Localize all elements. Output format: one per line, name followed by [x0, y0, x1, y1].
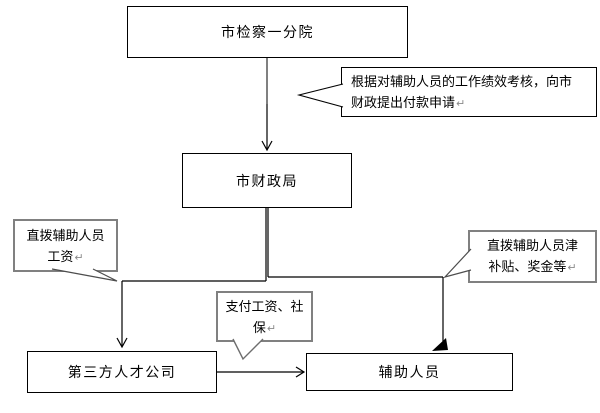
callout-payment-request-line2: 财政提出付款申请↵ [351, 95, 466, 110]
callout-payment-request-line1: 根据对辅助人员的工作绩效考核，向市 [351, 74, 573, 89]
paragraph-mark-icon: ↵ [567, 262, 577, 274]
callout-tail-payment-request [296, 83, 344, 108]
callout-direct-subsidies: 直拨辅助人员津 补贴、奖金等↵ [468, 230, 597, 283]
callout-pay-wages-social: 支付工资、社 保↵ [216, 291, 313, 342]
node-third-party-company-label: 第三方人才公司 [67, 364, 177, 380]
paragraph-mark-icon: ↵ [456, 98, 466, 110]
node-procuratorate: 市检察一分院 [127, 6, 408, 58]
paragraph-mark-icon: ↵ [266, 323, 277, 335]
callout-direct-wages-line2: 工资↵ [47, 249, 84, 264]
arrowhead-open-down-finance [261, 140, 273, 152]
node-finance-bureau-label: 市财政局 [236, 172, 298, 189]
paragraph-mark-icon: ↵ [74, 252, 84, 264]
node-auxiliary-staff: 辅助人员 [306, 353, 513, 391]
arrowhead-solid-down-auxiliary [432, 338, 448, 351]
callout-direct-subsidies-line1: 直拨辅助人员津 [486, 238, 578, 253]
callout-pay-wages-social-line1: 支付工资、社 [225, 299, 304, 314]
callout-pay-wages-social-line2: 保↵ [252, 320, 277, 335]
node-procuratorate-label: 市检察一分院 [221, 24, 314, 40]
callout-tail-pay-wages-social [232, 338, 264, 361]
callout-direct-subsidies-line2: 补贴、奖金等↵ [488, 259, 577, 274]
arrowhead-open-right-auxiliary [295, 366, 306, 378]
node-finance-bureau: 市财政局 [182, 153, 352, 208]
arrowhead-open-down-third-party [116, 337, 128, 349]
node-third-party-company: 第三方人才公司 [27, 351, 217, 393]
callout-direct-wages-line1: 直拨辅助人员 [26, 228, 105, 243]
callout-direct-wages: 直拨辅助人员 工资↵ [13, 219, 118, 272]
callout-payment-request: 根据对辅助人员的工作绩效考核，向市 财政提出付款申请↵ [341, 67, 597, 117]
node-auxiliary-staff-label: 辅助人员 [378, 364, 441, 380]
